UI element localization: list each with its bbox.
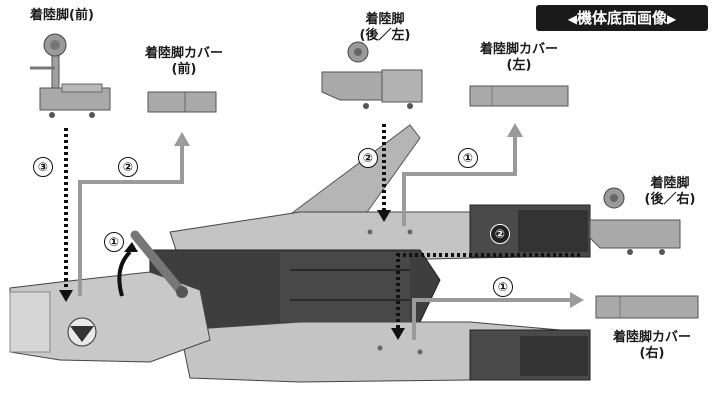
rear-right-cover-arrow [412, 298, 570, 340]
rear-right-gear-part [589, 187, 681, 255]
aircraft-body [9, 124, 591, 383]
badge-text: 機体底面画像 [576, 9, 667, 27]
front-gear-label: 着陸脚(前) [30, 8, 94, 23]
left-triangle-icon: ◀ [567, 12, 577, 26]
right-triangle-icon: ▶ [667, 12, 677, 26]
gear-arrows [64, 124, 580, 328]
front-cover-part [147, 91, 217, 113]
step-2-front-cover: ② [118, 157, 138, 177]
rear-right-cover-label: 着陸脚カバー (右) [612, 330, 691, 361]
rear-left-cover-arrow [402, 136, 517, 226]
front-cover-label: 着陸脚カバー (前) [144, 46, 223, 77]
bottom-view-badge: ◀機体底面画像▶ [536, 5, 708, 31]
front-gear-part [30, 33, 111, 118]
step-2-rear-left-gear: ② [358, 148, 378, 168]
rear-right-cover-part [595, 295, 699, 319]
rear-right-gear-arrow [396, 253, 580, 328]
step-3-front-gear: ③ [33, 157, 53, 177]
rear-left-gear-label: 着陸脚 (後／左) [359, 12, 411, 43]
step-2-rear-right-gear: ② [490, 224, 510, 244]
cover-arrows [78, 136, 570, 340]
gear-arrowheads [59, 210, 405, 340]
step-1-rear-right-cover: ① [493, 277, 513, 297]
cover-arrowheads [174, 123, 584, 308]
rear-right-gear-label: 着陸脚 (後／右) [644, 176, 696, 207]
step-1-rear-left-cover: ① [458, 148, 478, 168]
rotate-arrow [117, 250, 132, 297]
step-1-front: ① [104, 232, 124, 252]
rear-left-cover-part [469, 85, 569, 107]
rear-left-gear-part [321, 41, 423, 109]
rotate-arrowhead [124, 242, 138, 252]
rear-left-cover-label: 着陸脚カバー (左) [479, 42, 558, 73]
front-cover-arrow [78, 145, 184, 296]
